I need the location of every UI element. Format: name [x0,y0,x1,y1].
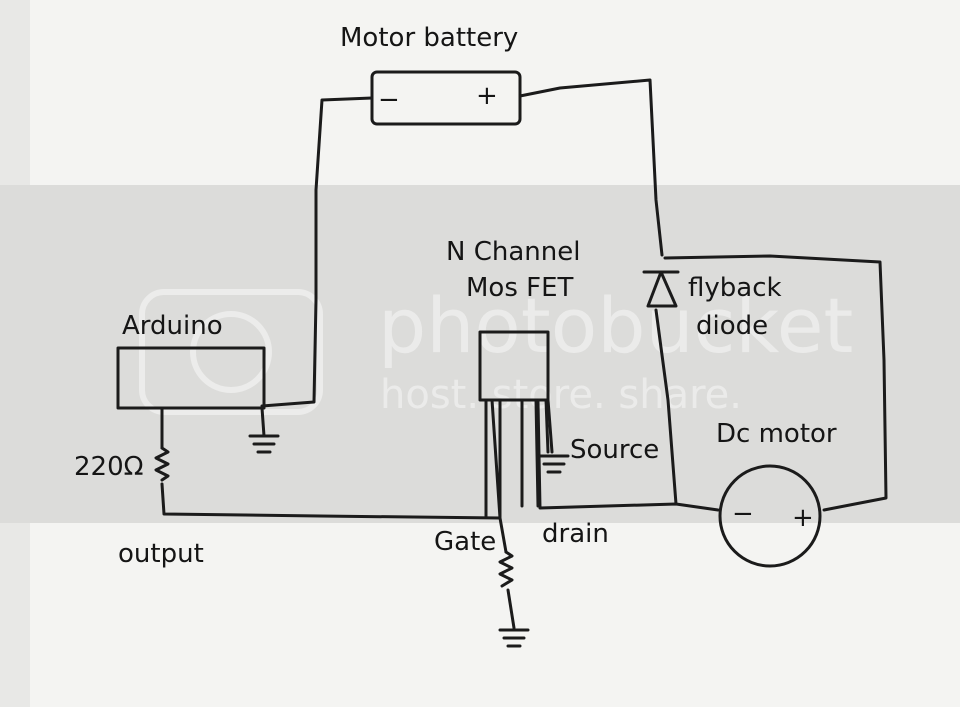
arduino: Arduino [116,311,266,410]
wire-battery-to-diode [518,78,664,257]
battery-minus: − [378,85,400,115]
camera-lens-icon [190,311,272,393]
motor-circle-icon [718,464,822,568]
output-label: output [118,539,204,569]
wire-to-motor-plus [663,254,888,512]
wire-source-to-ground [546,398,554,454]
watermark-tagline: host. store. share. [380,372,742,418]
diode-triangle-icon [646,270,678,308]
gate-label: Gate [434,527,496,557]
mosfet-label-line2: Mos FET [466,273,574,303]
wire-arduino-ground [260,406,266,438]
battery-plus: + [476,81,498,111]
mosfet-legs [484,398,550,520]
motor-plus: + [792,503,814,533]
ground-pulldown-icon [498,628,530,648]
ground-source-icon [538,454,570,474]
motor-battery: − + Motor battery [340,23,522,126]
ground-arduino-icon [248,434,280,454]
battery-label: Motor battery [340,23,518,53]
motor-minus: − [732,499,754,529]
resistor-220-icon [154,446,170,482]
resistor-label: 220Ω [74,452,144,482]
source-label: Source [570,435,659,465]
diode-label-line2: diode [696,311,768,341]
wire-pulldown-to-ground [506,588,516,630]
motor-label: Dc motor [716,419,837,449]
wire-diode-to-drain [654,308,678,506]
pulldown-resistor-icon [498,550,514,588]
watermark: photobucket host. store. share. [139,281,853,418]
dc-motor: − + Dc motor [716,419,837,568]
watermark-brand: photobucket [378,281,853,370]
camera-logo-icon [139,289,323,415]
wire-battery-to-arduino-ground [260,96,374,408]
arduino-body [116,346,266,410]
diode-label-line1: flyback [688,273,782,303]
flyback-diode: flyback diode [642,270,782,341]
arduino-label: Arduino [122,311,223,341]
drain-label: drain [542,519,609,549]
wire-output-to-gate [160,482,502,520]
mosfet: N Channel Mos FET Source Gate drain [434,237,659,557]
mosfet-body [478,330,550,402]
mosfet-label-line1: N Channel [446,237,580,267]
